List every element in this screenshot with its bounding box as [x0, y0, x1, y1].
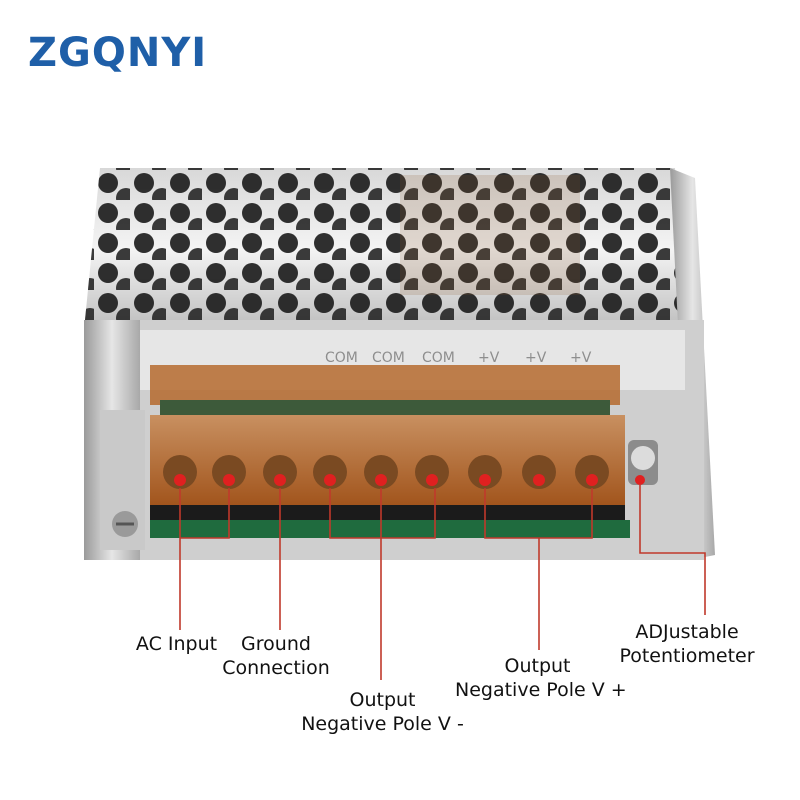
mark-com-3: COM: [422, 350, 455, 366]
callout-text: AC Input: [135, 633, 218, 655]
mark-com-1: COM: [325, 350, 358, 366]
callout-line: Ground: [241, 633, 311, 655]
callout-ac-input: AC Input: [129, 632, 224, 656]
screw: [364, 455, 398, 489]
brand-logo: ZGQNYI: [28, 30, 208, 76]
screw: [313, 455, 347, 489]
terminal-block: [150, 365, 630, 538]
terminal-screws: [163, 455, 609, 489]
callout-line: Negative Pole V -: [301, 713, 464, 735]
mounting-screw: [112, 511, 138, 537]
callout-adjustable-potentiometer: ADJustable Potentiometer: [612, 620, 762, 668]
screw: [575, 455, 609, 489]
screw: [212, 455, 246, 489]
perforated-lid: [84, 168, 690, 330]
callout-output-positive: Output Negative Pole V +: [455, 654, 627, 702]
terminal-markings: COM COM COM +V +V +V: [325, 350, 592, 366]
mark-pv-2: +V: [525, 350, 547, 366]
leader-lines: [179, 485, 706, 680]
callout-ground: Ground Connection: [216, 632, 336, 680]
potentiometer: [628, 440, 658, 485]
screw: [415, 455, 449, 489]
mark-com-2: COM: [372, 350, 405, 366]
callout-line: ADJustable: [635, 621, 739, 643]
mark-pv-1: +V: [478, 350, 500, 366]
callout-output-negative: Output Negative Pole V -: [300, 688, 465, 736]
callout-line: Potentiometer: [619, 645, 755, 667]
callout-line: Output: [504, 655, 571, 677]
screw: [522, 455, 556, 489]
callout-line: Connection: [222, 657, 330, 679]
screw: [263, 455, 297, 489]
callout-line: Negative Pole V +: [455, 679, 627, 701]
callout-line: Output: [349, 689, 416, 711]
screw: [468, 455, 502, 489]
mark-pv-3: +V: [570, 350, 592, 366]
screw: [163, 455, 197, 489]
